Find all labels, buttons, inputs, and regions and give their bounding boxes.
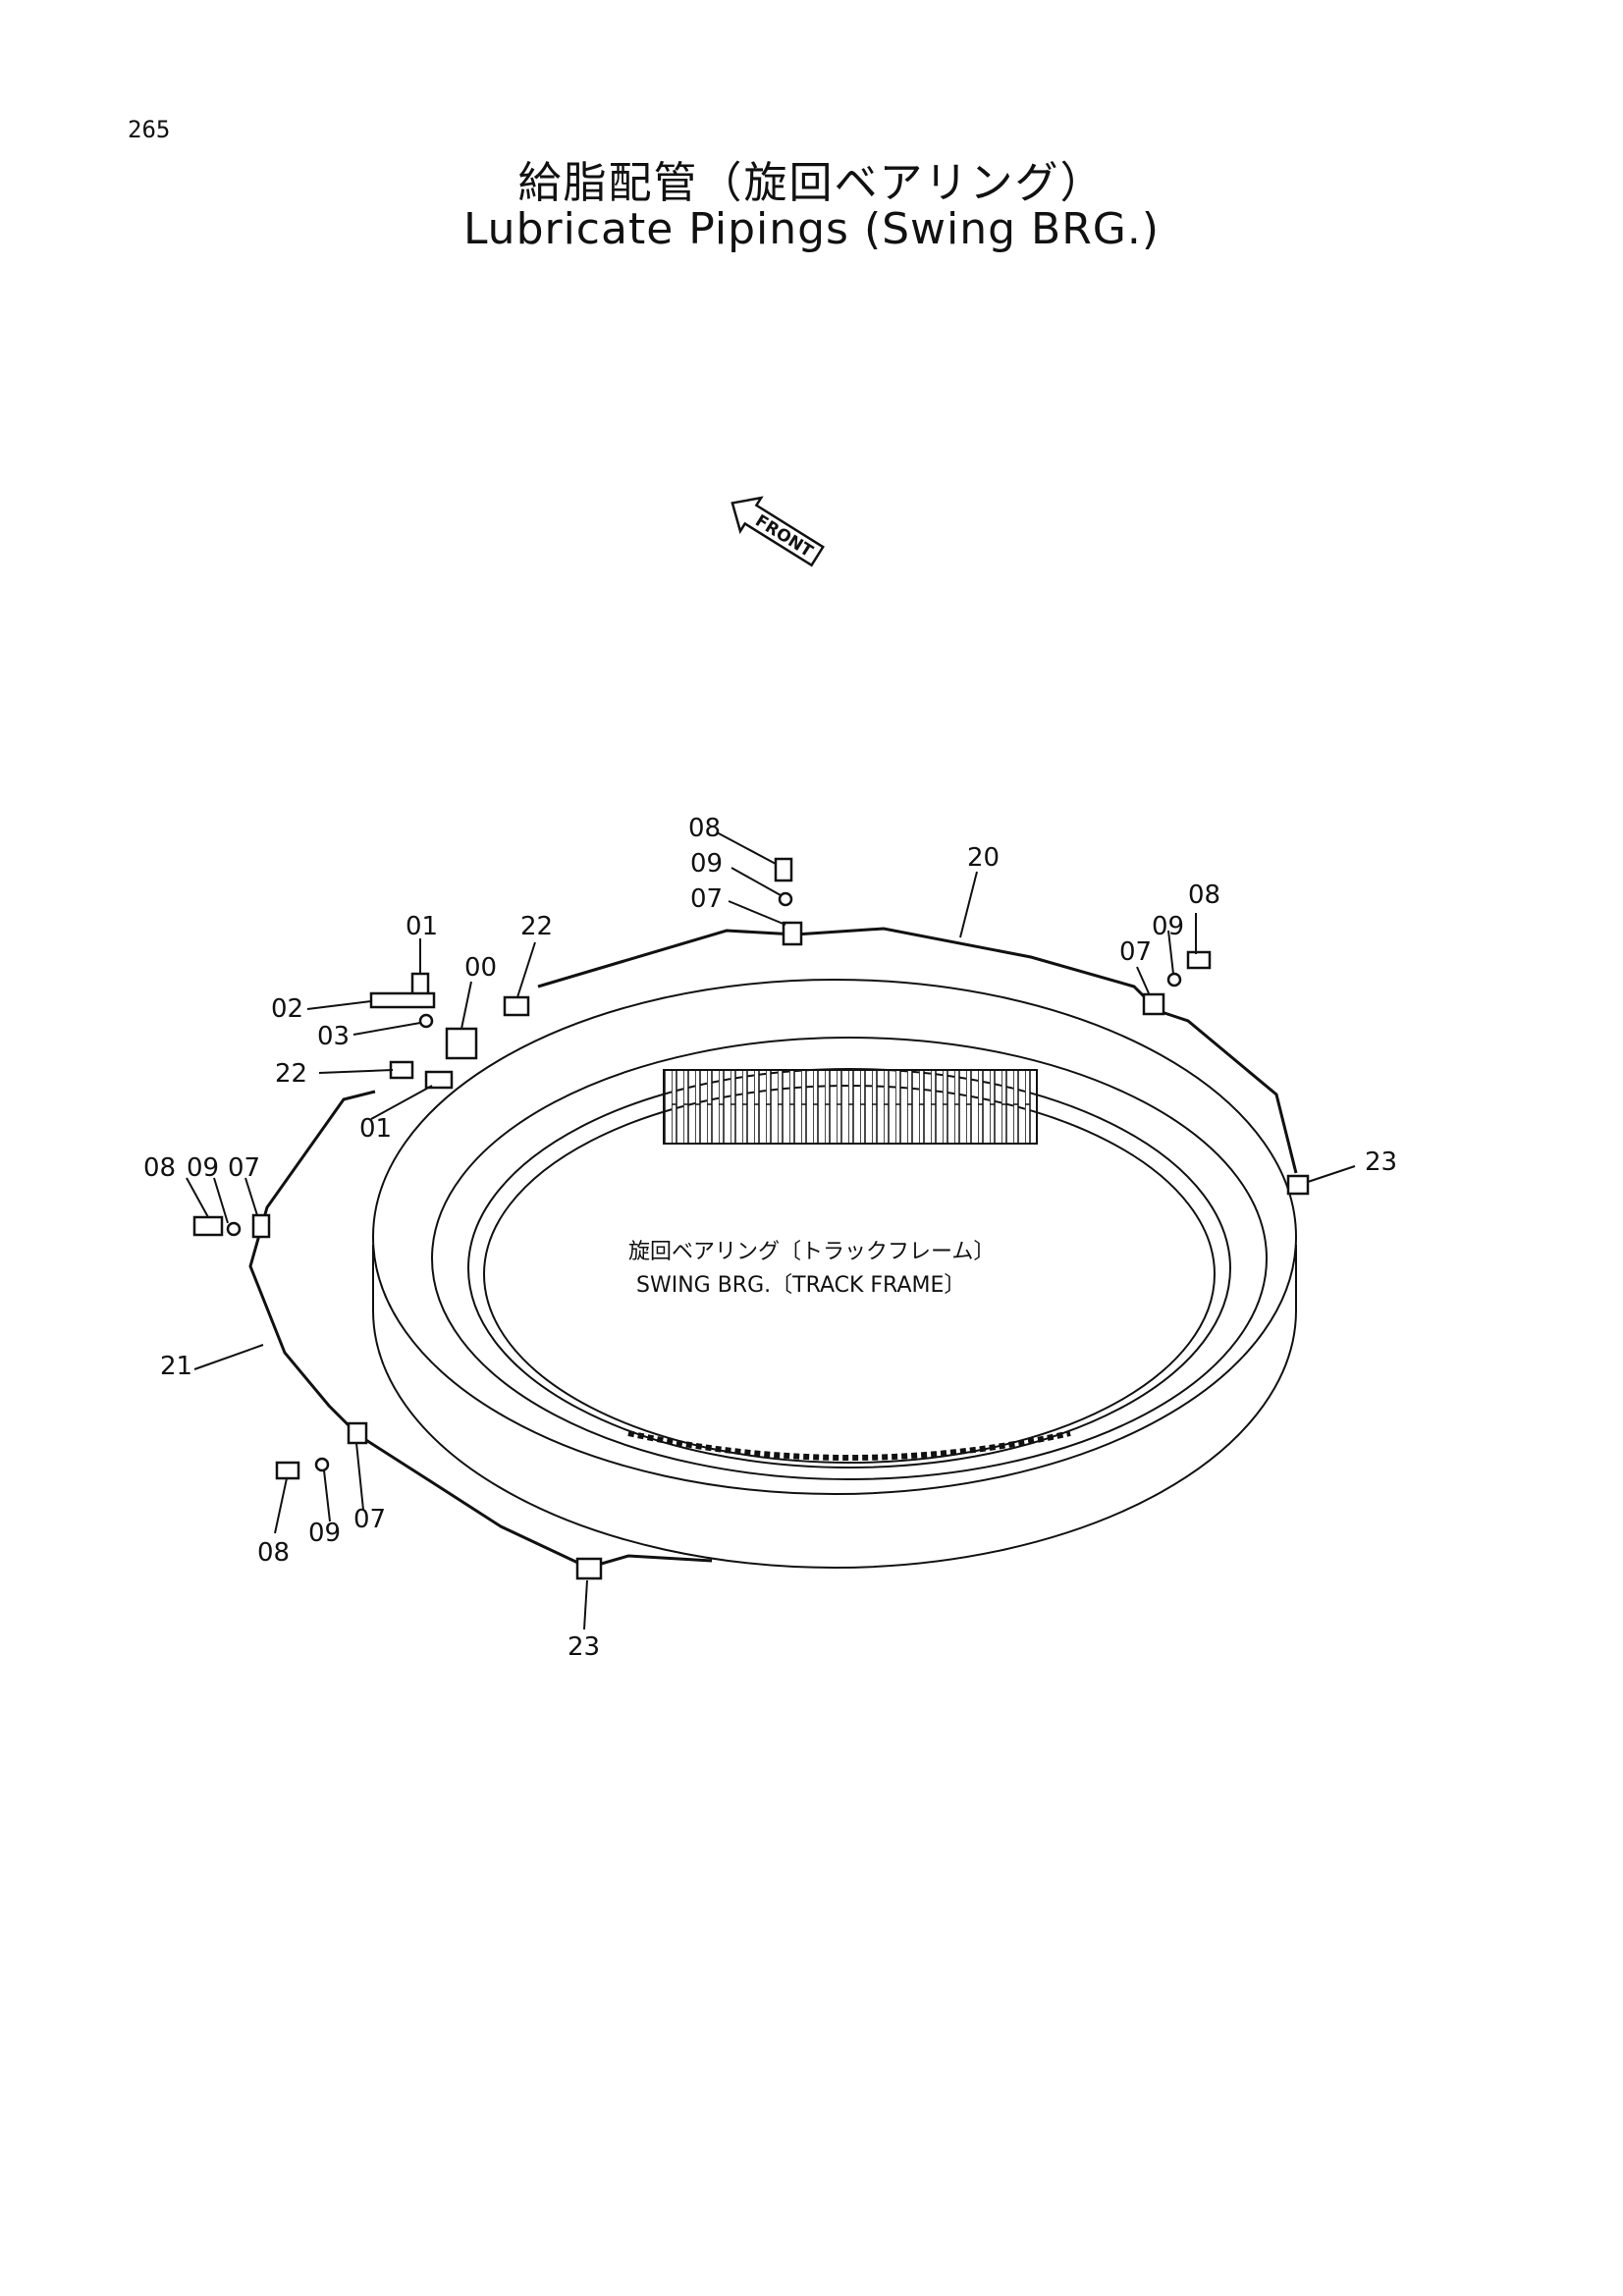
callout-09-top: 09	[690, 849, 723, 879]
washer-09-left	[226, 1221, 242, 1237]
pipe-21	[248, 1090, 585, 1568]
connector-22-top	[503, 995, 530, 1017]
bolt-08-tr	[1186, 950, 1212, 970]
leader-lines	[186, 831, 1356, 1630]
distribution-block-00	[445, 1027, 478, 1060]
bearing-outer-ring-top	[372, 979, 1297, 1495]
swing-bearing	[372, 979, 1297, 1569]
bearing-outer-ring-side	[372, 1245, 1297, 1569]
title-japanese: 給脂配管（旋回ベアリング）	[517, 158, 1106, 208]
callout-labels: 08 09 07 20 08 09 07 01 22 00 02 03 22 0…	[143, 814, 1397, 1662]
callout-09-left: 09	[187, 1153, 219, 1183]
bottom-gear-teeth	[627, 1430, 1071, 1461]
pipe-rear-link	[583, 1554, 713, 1571]
bolt-08-left	[192, 1215, 224, 1237]
callout-01-low: 01	[359, 1114, 392, 1144]
tee-07-tr	[1142, 992, 1165, 1016]
elbow-23-right	[1286, 1174, 1310, 1196]
callout-09-tr: 09	[1152, 912, 1184, 941]
pipe-20	[537, 927, 1298, 1174]
connector-22-left	[389, 1060, 414, 1080]
washer-09-tr	[1166, 972, 1182, 988]
callout-23-bottom: 23	[568, 1632, 600, 1662]
callout-08-bl: 08	[257, 1538, 290, 1568]
callout-02: 02	[271, 994, 303, 1024]
page-number: 265	[128, 116, 171, 143]
center-label-english: SWING BRG.〔TRACK FRAME〕	[636, 1273, 965, 1298]
callout-08-left: 08	[143, 1153, 176, 1183]
callout-23-right: 23	[1365, 1148, 1397, 1177]
fittings	[192, 857, 1310, 1580]
callout-22-left: 22	[275, 1059, 307, 1089]
callout-09-bl: 09	[308, 1519, 341, 1548]
callout-01-top: 01	[406, 912, 438, 941]
washer-09-bl	[314, 1457, 330, 1472]
callout-00: 00	[464, 953, 497, 983]
callout-07-bl: 07	[353, 1505, 386, 1534]
fitting-01-low	[424, 1070, 454, 1090]
callout-07-tr: 07	[1119, 937, 1152, 967]
callout-03: 03	[317, 1022, 350, 1051]
bolt-08-bl	[275, 1461, 300, 1480]
washer-03	[418, 1013, 434, 1029]
callout-07-top: 07	[690, 884, 723, 914]
elbow-23-bottom	[575, 1557, 603, 1580]
washer-09-top	[778, 891, 793, 907]
tee-07-bl	[347, 1421, 368, 1445]
bolt-08-top	[774, 857, 793, 882]
callout-21: 21	[160, 1352, 192, 1381]
front-arrow: FRONT	[730, 496, 825, 567]
internal-gear-teeth	[663, 1069, 1038, 1145]
callout-08-tr: 08	[1188, 881, 1220, 910]
callout-20: 20	[967, 843, 1000, 873]
center-label-japanese: 旋回ベアリング〔トラックフレーム〕	[628, 1240, 995, 1264]
bearing-inner-ring	[431, 1037, 1268, 1480]
callout-08-top: 08	[688, 814, 721, 843]
title-english: Lubricate Pipings (Swing BRG.)	[462, 204, 1161, 254]
tee-07-left	[251, 1213, 271, 1239]
tee-07-top	[782, 921, 803, 946]
callout-07-left: 07	[228, 1153, 260, 1183]
bolt-02	[369, 991, 436, 1009]
callout-22-top: 22	[520, 912, 553, 941]
